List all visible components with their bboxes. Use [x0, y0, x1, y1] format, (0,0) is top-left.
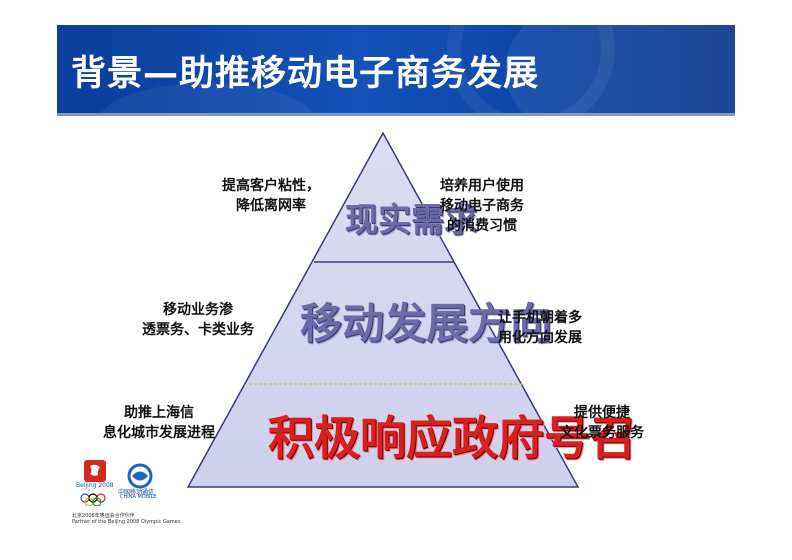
note-line: 文化票务服务 — [560, 425, 644, 441]
title-divider — [57, 113, 735, 116]
beijing-2008-emblem — [80, 460, 106, 506]
right-note-top: 培养用户使用 移动电子商务 的消费习惯 — [440, 176, 524, 236]
tier-label-reality-demand: 现实需求 — [345, 200, 477, 239]
page-title: 背景—助推移动电子商务发展 — [71, 54, 540, 94]
note-line: 培养用户使用 — [440, 178, 524, 194]
pyramid-shape — [186, 131, 580, 488]
note-line: 助推上海信 — [124, 405, 194, 421]
note-line: 提供便捷 — [574, 405, 630, 421]
footer-logos: Beijing 2008 中国移动通信 CHINA MOBILE 北京2008年… — [70, 452, 180, 530]
note-line: 降低离网率 — [236, 198, 306, 214]
note-line: 息化城市发展进程 — [103, 425, 215, 441]
note-line: 让手机朝着多 — [498, 310, 582, 326]
note-line: 透票务、卡类业务 — [142, 322, 254, 338]
partner-line: Partner of the Beijing 2008 Olympic Game… — [72, 519, 181, 525]
mobile-logo-en: CHINA MOBILE — [120, 494, 157, 500]
note-line: 移动电子商务 — [440, 198, 524, 214]
tier-label-mobile-direction: 移动发展方向 — [300, 299, 553, 348]
mobile-logo-text: 中国移动通信 — [118, 489, 155, 496]
note-line: 移动业务渗 — [163, 302, 233, 318]
left-note-bottom: 助推上海信 息化城市发展进程 — [103, 403, 215, 443]
china-mobile-logo — [127, 463, 153, 489]
note-line: 用化方向发展 — [498, 330, 582, 346]
right-note-middle: 让手机朝着多 用化方向发展 — [498, 308, 582, 348]
title-banner: 背景—助推移动电子商务发展 — [57, 25, 735, 113]
tier-label-government-call: 积极响应政府号召 — [268, 411, 636, 465]
left-note-middle: 移动业务渗 透票务、卡类业务 — [142, 300, 254, 340]
right-note-bottom: 提供便捷 文化票务服务 — [560, 403, 644, 443]
partner-line: 北京2008年奥运会合作伙伴 — [72, 513, 135, 519]
left-note-top: 提高客户粘性， 降低离网率 — [222, 176, 320, 216]
note-line: 提高客户粘性， — [222, 178, 320, 194]
note-line: 的消费习惯 — [447, 218, 517, 234]
beijing-logo-text: Beijing 2008 — [76, 482, 114, 489]
